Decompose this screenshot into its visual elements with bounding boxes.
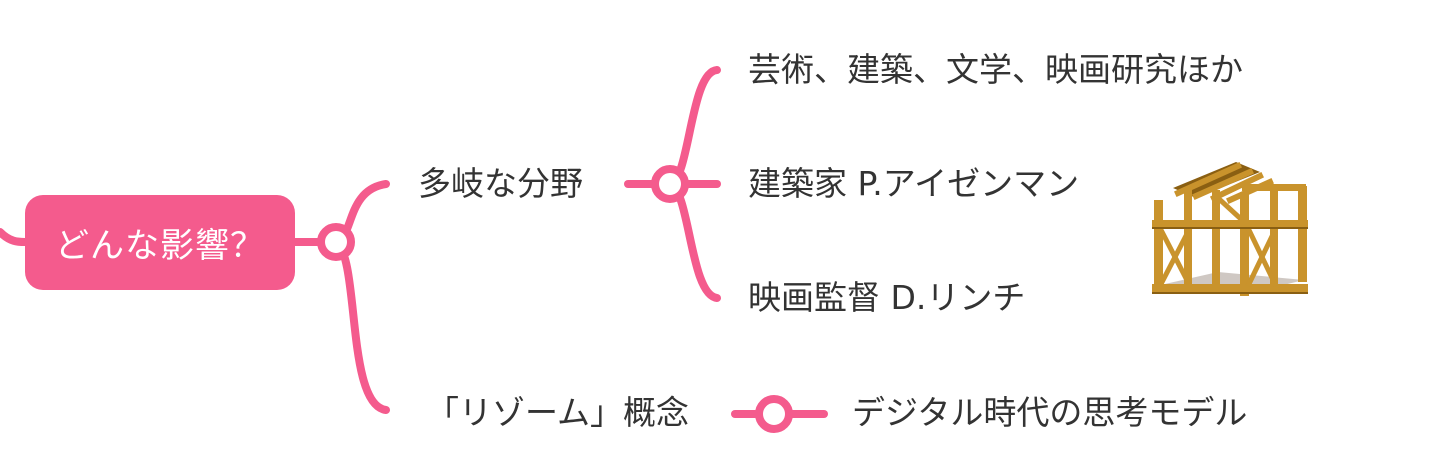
house-top-beam (1152, 220, 1308, 228)
branch-topic-rhizome[interactable]: 「リゾーム」概念 (426, 393, 689, 433)
subtopic-digital-thinking-model[interactable]: デジタル時代の思考モデル (852, 393, 1247, 433)
house-frame-icon (1152, 162, 1308, 296)
branch-line-rhizome (332, 238, 390, 414)
rhizome-junction-circle (755, 395, 793, 433)
subtopic-arts-fields[interactable]: 芸術、建築、文学、映画研究ほか (748, 50, 1243, 90)
root-topic[interactable]: どんな影響？ (25, 195, 295, 290)
subtopic-label: 芸術、建築、文学、映画研究ほか (748, 50, 1243, 89)
branch-topic-diverse-fields[interactable]: 多岐な分野 (418, 164, 583, 204)
subtopic-director-lynch[interactable]: 映画監督 D.リンチ (748, 278, 1025, 318)
subtopic-label: 映画監督 D.リンチ (748, 278, 1026, 317)
house-roof-back (1173, 162, 1260, 198)
fields-junction-circle (651, 165, 689, 203)
root-junction-circle (317, 223, 355, 261)
house-upper-beam (1242, 184, 1306, 191)
root-incoming-line (0, 228, 29, 246)
subtopic-label: デジタル時代の思考モデル (852, 393, 1248, 432)
subtopic-architect-eisenman[interactable]: 建築家 P.アイゼンマン (748, 164, 1079, 204)
root-topic-label: どんな影響？ (55, 226, 265, 266)
subtopic-label: 建築家 P.アイゼンマン (748, 164, 1080, 203)
branch-topic-label: 「リゾーム」概念 (426, 393, 690, 432)
house-sill (1152, 284, 1308, 293)
branch-topic-label: 多岐な分野 (418, 164, 583, 203)
